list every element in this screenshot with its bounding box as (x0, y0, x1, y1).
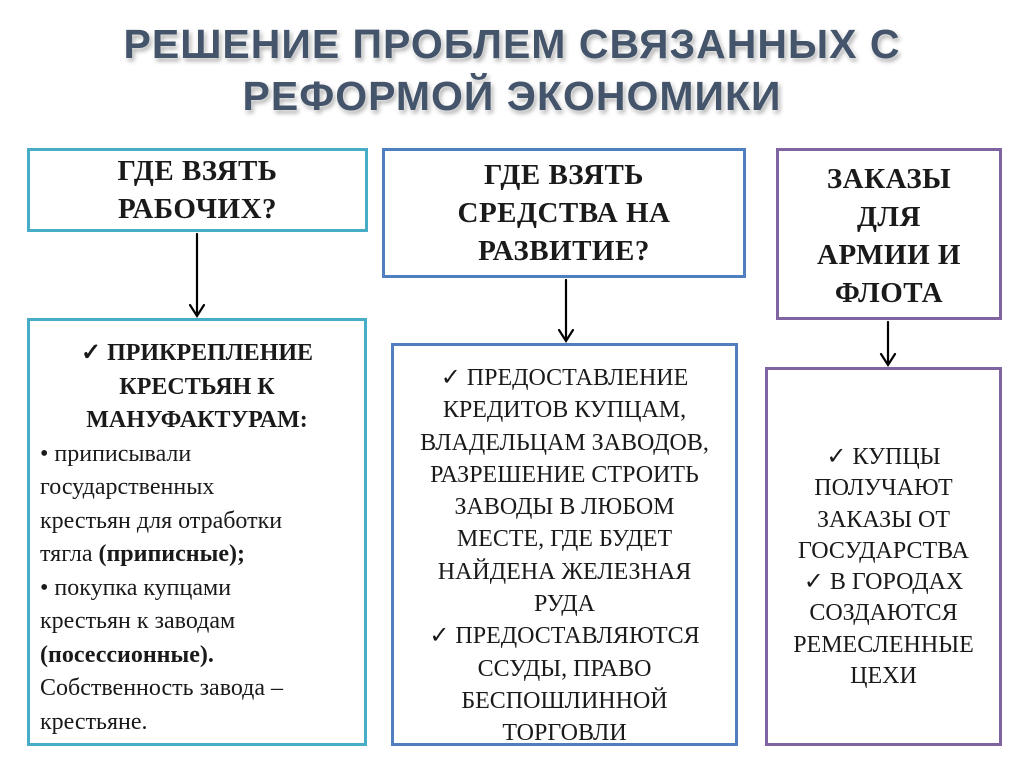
arrow-down-icon (879, 320, 897, 368)
question-box-workers: ГДЕ ВЗЯТЬ РАБОЧИХ? (27, 148, 368, 232)
answer-box-workers: ✓ ПРИКРЕПЛЕНИЕ КРЕСТЬЯН К МАНУФАКТУРАМ: … (27, 318, 367, 746)
question-line: СРЕДСТВА НА (457, 197, 671, 229)
answer-heading-line: МАНУФАКТУРАМ: (86, 407, 308, 433)
question-box-orders: ЗАКАЗЫ ДЛЯ АРМИИ И ФЛОТА (776, 148, 1002, 320)
answer-line: ✓ ПРЕДОСТАВЛЯЮТСЯ (429, 623, 700, 650)
answer-heading-line: КРЕСТЬЯН К (119, 373, 275, 400)
answer-box-funds: ✓ ПРЕДОСТАВЛЕНИЕ КРЕДИТОВ КУПЦАМ, ВЛАДЕЛ… (391, 343, 738, 746)
question-line: ГДЕ ВЗЯТЬ (117, 155, 278, 187)
answer-line: СОЗДАЮТСЯ (809, 600, 958, 627)
answer-line: • покупка купцами (40, 574, 232, 601)
answer-line: ✓ В ГОРОДАХ (803, 569, 964, 596)
answer-bold-text: (посессионные). (40, 641, 214, 668)
answer-line: РАЗРЕШЕНИЕ СТРОИТЬ (430, 461, 699, 488)
answer-line: РУДА (533, 591, 596, 618)
answer-line: Собственность завода – (40, 675, 284, 701)
answer-line: ✓ КУПЦЫ (826, 444, 941, 470)
question-box-funds: ГДЕ ВЗЯТЬ СРЕДСТВА НА РАЗВИТИЕ? (382, 148, 746, 278)
answer-line: БЕСПОШЛИННОЙ (461, 687, 668, 714)
question-line: РАБОЧИХ? (117, 193, 278, 225)
answer-line: крестьяне. (40, 708, 148, 735)
question-line: ЗАКАЗЫ (826, 163, 952, 195)
answer-line: государственных (40, 474, 215, 500)
slide-title: РЕШЕНИЕ ПРОБЛЕМ СВЯЗАННЫХ С РЕФОРМОЙ ЭКО… (0, 18, 1024, 122)
question-line: РАЗВИТИЕ? (478, 235, 650, 267)
answer-line: КРЕДИТОВ КУПЦАМ, (442, 397, 687, 424)
answer-box-orders: ✓ КУПЦЫ ПОЛУЧАЮТ ЗАКАЗЫ ОТ ГОСУДАРСТВА ✓… (765, 367, 1002, 746)
title-line-1: РЕШЕНИЕ ПРОБЛЕМ СВЯЗАННЫХ С (123, 21, 901, 67)
answer-line: (посессионные). (40, 639, 354, 673)
question-line: ГДЕ ВЗЯТЬ (484, 159, 644, 191)
answer-line: ГОСУДАРСТВА (798, 537, 969, 564)
answer-line: тягла (приписные); (40, 538, 354, 572)
answer-line: ТОРГОВЛИ (502, 720, 627, 747)
answer-line: ПОЛУЧАЮТ (814, 475, 953, 502)
arrow-down-icon (557, 278, 575, 344)
title-line-2: РЕФОРМОЙ ЭКОНОМИКИ (242, 73, 782, 119)
answer-line: ЗАВОДЫ В ЛЮБОМ (454, 494, 675, 521)
answer-line: • приписывали (40, 440, 192, 467)
answer-text: тягла (40, 541, 99, 567)
answer-line: ВЛАДЕЛЬЦАМ ЗАВОДОВ, (420, 429, 709, 456)
answer-line: НАЙДЕНА ЖЕЛЕЗНАЯ (437, 558, 692, 585)
question-line: АРМИИ И (817, 239, 961, 271)
question-line: ДЛЯ (856, 201, 921, 233)
answer-line: МЕСТЕ, ГДЕ БУДЕТ (456, 526, 673, 553)
answer-line: ЦЕХИ (850, 663, 917, 690)
arrow-down-icon (188, 232, 206, 319)
answer-line: ЗАКАЗЫ ОТ (816, 506, 951, 533)
answer-line: ССУДЫ, ПРАВО (477, 655, 652, 682)
answer-line: крестьян к заводам (40, 608, 236, 634)
answer-heading-line: ✓ ПРИКРЕПЛЕНИЕ (80, 340, 314, 366)
answer-line: РЕМЕСЛЕННЫЕ (793, 631, 974, 658)
question-line: ФЛОТА (834, 277, 944, 309)
answer-bold-text: (приписные); (98, 541, 245, 567)
answer-line: крестьян для отработки (40, 507, 283, 534)
answer-line: ✓ ПРЕДОСТАВЛЕНИЕ (440, 365, 689, 391)
